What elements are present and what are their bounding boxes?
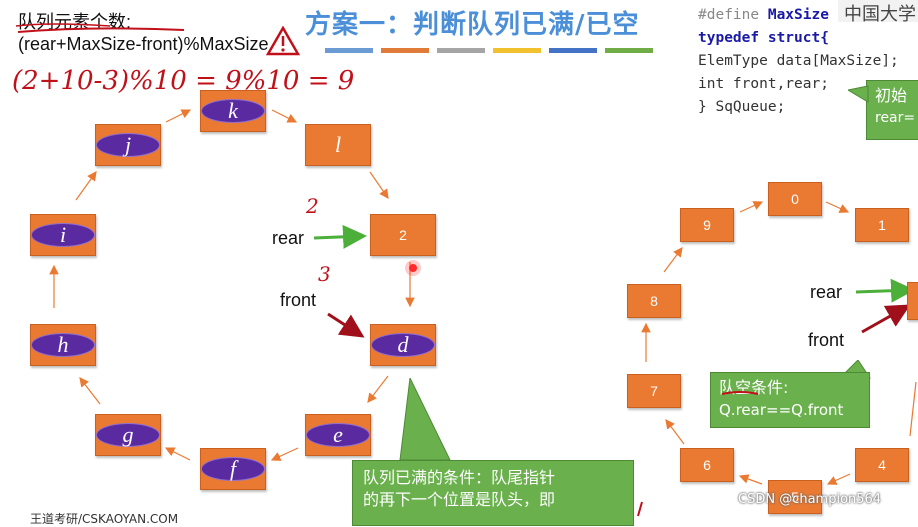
title-bar-segment bbox=[325, 48, 373, 53]
queue-index-1: 1 bbox=[855, 208, 909, 242]
element-count-label: 队列元素个数: bbox=[18, 12, 132, 32]
slide-title: 方案一：判断队列已满/已空 bbox=[305, 10, 640, 40]
queue-node-2: 2 bbox=[370, 214, 436, 256]
warning-icon bbox=[266, 26, 300, 56]
queue-index-8: 8 bbox=[627, 284, 681, 318]
empty-condition-callout: 队空条件: Q.rear==Q.front bbox=[710, 372, 870, 428]
empty-underline bbox=[721, 391, 759, 395]
front-annotation: 3 bbox=[318, 262, 331, 286]
queue-index-7: 7 bbox=[627, 374, 681, 408]
code-block: #define MaxSize 10 typedef struct{ ElemT… bbox=[698, 4, 899, 119]
index-label: 2 bbox=[399, 227, 407, 243]
index-label: 4 bbox=[878, 457, 886, 473]
count-formula: (rear+MaxSize-front)%MaxSize bbox=[18, 34, 269, 54]
index-label: 0 bbox=[791, 191, 799, 207]
element-ellipse: g bbox=[96, 423, 160, 447]
queue-node-g: g bbox=[95, 414, 161, 456]
right-rear-label: rear bbox=[810, 282, 843, 302]
element-ellipse: d bbox=[371, 333, 435, 357]
element-ellipse: i bbox=[31, 223, 95, 247]
queue-index-9: 9 bbox=[680, 208, 734, 242]
code-line-close: } SqQueue; bbox=[698, 99, 786, 115]
title-color-bar bbox=[325, 48, 653, 53]
queue-index-0: 0 bbox=[768, 182, 822, 216]
queue-node-k: k bbox=[200, 90, 266, 132]
element-ellipse: f bbox=[201, 457, 265, 481]
index-label: 8 bbox=[650, 293, 658, 309]
index-label: 7 bbox=[650, 383, 658, 399]
queue-index-edge bbox=[907, 282, 918, 320]
index-label: 5 bbox=[791, 489, 799, 505]
title-bar-segment bbox=[493, 48, 541, 53]
code-line-data: ElemType data[MaxSize]; bbox=[698, 53, 899, 69]
title-bar-segment bbox=[605, 48, 653, 53]
queue-node-j: j bbox=[95, 124, 161, 166]
queue-node-d: d bbox=[370, 324, 436, 366]
code-directive: #define bbox=[698, 7, 760, 23]
index-label: 9 bbox=[703, 217, 711, 233]
full-condition-callout: 队列已满的条件：队尾指针 的再下一个位置是队头，即 bbox=[352, 460, 634, 526]
queue-node-f: f bbox=[200, 448, 266, 490]
element-ellipse: h bbox=[31, 333, 95, 357]
init-note-line1: 初始 bbox=[875, 86, 908, 105]
queue-node-i: i bbox=[30, 214, 96, 256]
queue-node-h: h bbox=[30, 324, 96, 366]
element-label: l bbox=[334, 132, 342, 157]
element-ellipse: k bbox=[201, 99, 265, 123]
code-macro-name: MaxSize bbox=[767, 7, 829, 23]
queue-node-e: e bbox=[305, 414, 371, 456]
code-line-pointers: int front,rear; bbox=[698, 76, 829, 92]
queue-index-6: 6 bbox=[680, 448, 734, 482]
init-note-pointer bbox=[848, 85, 869, 103]
empty-condition-expr: Q.rear==Q.front bbox=[719, 401, 844, 419]
index-label: 6 bbox=[703, 457, 711, 473]
title-bar-segment bbox=[549, 48, 597, 53]
rear-pointer-label: rear bbox=[272, 228, 305, 248]
title-bar-segment bbox=[381, 48, 429, 53]
queue-index-5: 5 bbox=[768, 480, 822, 514]
index-label: 1 bbox=[878, 217, 886, 233]
queue-node-l: l bbox=[305, 124, 371, 166]
queue-index-4: 4 bbox=[855, 448, 909, 482]
init-note-line2: rear= bbox=[875, 110, 916, 126]
handwritten-calculation: (2+10-3)%10 = 9%10 = 9 bbox=[12, 66, 355, 96]
init-note-callout: 初始 rear= bbox=[866, 80, 918, 140]
element-ellipse: j bbox=[96, 133, 160, 157]
front-pointer-label: front bbox=[280, 290, 317, 310]
rear-annotation: 2 bbox=[306, 194, 319, 218]
code-line-typedef: typedef struct{ bbox=[698, 30, 829, 46]
title-bar-segment bbox=[437, 48, 485, 53]
formula-underline bbox=[17, 27, 185, 33]
full-condition-line1: 队列已满的条件：队尾指针 bbox=[363, 468, 556, 487]
right-edge-arrow bbox=[909, 381, 917, 437]
element-ellipse: e bbox=[306, 423, 370, 447]
right-front-label: front bbox=[808, 330, 845, 350]
watermark: CSDN @champion564 bbox=[738, 492, 882, 507]
corner-logo: 中国大学 bbox=[838, 0, 918, 25]
red-mark bbox=[637, 501, 643, 517]
full-condition-line2: 的再下一个位置是队头，即 bbox=[363, 490, 556, 509]
